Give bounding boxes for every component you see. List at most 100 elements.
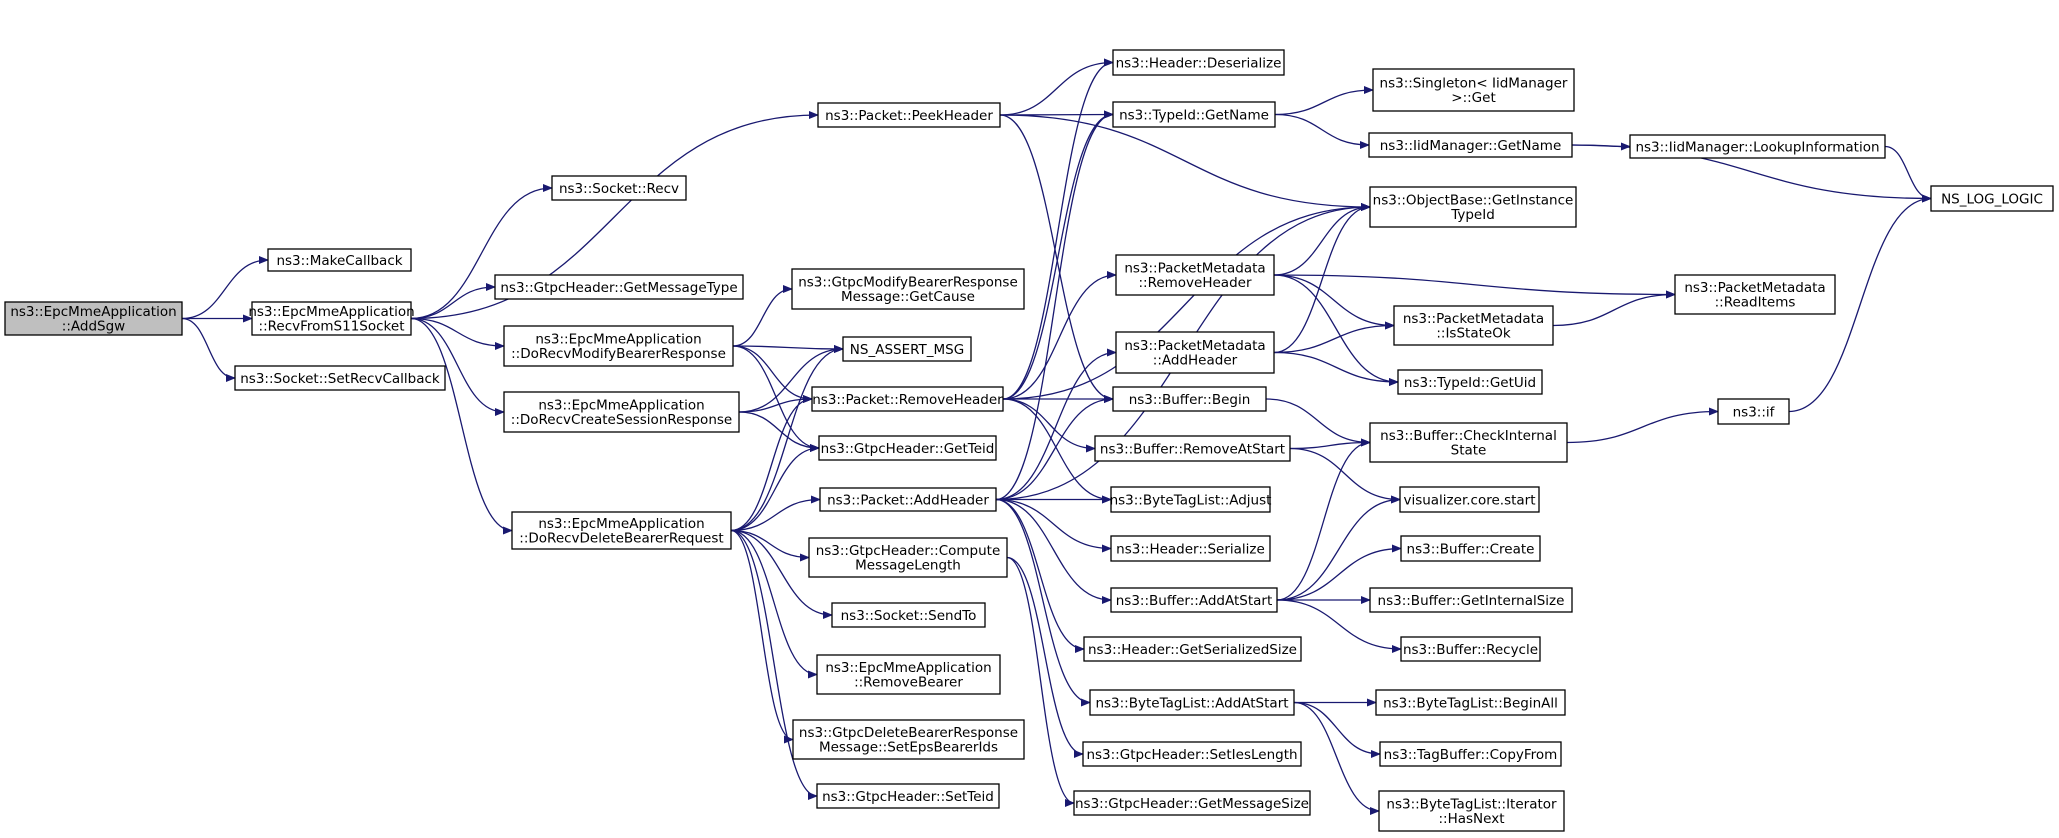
node-label-readitems: ns3::PacketMetadata	[1684, 280, 1825, 296]
edge-addheader-to-hdrserialize	[995, 498, 1112, 553]
node-label-addatstart: ns3::Buffer::AddAtStart	[1116, 593, 1273, 609]
node-btladdatstart[interactable]: ns3::ByteTagList::AddAtStart	[1089, 689, 1295, 716]
edge-btladdatstart-to-copyfrom	[1293, 701, 1381, 758]
node-box-nsassert	[842, 336, 972, 362]
node-pmremoveheader[interactable]: ns3::PacketMetadata::RemoveHeader	[1115, 254, 1275, 296]
node-nsif[interactable]: ns3::if	[1717, 398, 1790, 425]
node-removeatstart[interactable]: ns3::Buffer::RemoveAtStart	[1094, 435, 1291, 462]
node-setrecvcallback[interactable]: ns3::Socket::SetRecvCallback	[234, 365, 446, 391]
node-label-getteid: ns3::GtpcHeader::GetTeid	[821, 441, 995, 457]
node-box-btladjust	[1110, 486, 1271, 513]
edge-pmremoveheader-to-getinstancetypeid	[1273, 203, 1371, 276]
node-box-dorecvmodify	[503, 325, 734, 367]
node-dorecvcreate[interactable]: ns3::EpcMmeApplication::DoRecvCreateSess…	[503, 391, 740, 433]
node-nsassert[interactable]: NS_ASSERT_MSG	[842, 336, 972, 362]
edge-recvfroms11-to-peekheader	[410, 111, 819, 320]
node-sendto[interactable]: ns3::Socket::SendTo	[831, 602, 986, 628]
node-typeidgetname[interactable]: ns3::TypeId::GetName	[1112, 101, 1276, 128]
node-hasnext[interactable]: ns3::ByteTagList::Iterator::HasNext	[1378, 790, 1565, 832]
node-makecallback[interactable]: ns3::MakeCallback	[267, 248, 412, 272]
node-seteps[interactable]: ns3::GtpcDeleteBearerResponseMessage::Se…	[792, 719, 1025, 760]
node-label-hasnext: ::HasNext	[1438, 811, 1504, 827]
node-getmessagetype[interactable]: ns3::GtpcHeader::GetMessageType	[494, 274, 744, 300]
node-label-nsif: ns3::if	[1733, 404, 1776, 420]
node-bufferbegin[interactable]: ns3::Buffer::Begin	[1112, 386, 1267, 412]
node-label-lookupinfo: ns3::IidManager::LookupInformation	[1635, 139, 1879, 155]
node-label-typeidgetuid: ns3::TypeId::GetUid	[1404, 375, 1536, 391]
node-box-buffercreate	[1400, 535, 1541, 562]
node-box-pmaddheader	[1115, 331, 1275, 374]
edge-typeidgetname-to-singletonget	[1274, 86, 1374, 116]
edge-addheader-to-pmaddheader	[995, 348, 1117, 501]
node-getteid[interactable]: ns3::GtpcHeader::GetTeid	[818, 435, 997, 461]
node-setteid[interactable]: ns3::GtpcHeader::SetTeid	[816, 783, 1000, 809]
edge-addheader-to-bufferbegin	[995, 395, 1114, 501]
node-deserialize[interactable]: ns3::Header::Deserialize	[1112, 49, 1285, 76]
node-readitems[interactable]: ns3::PacketMetadata::ReadItems	[1674, 274, 1836, 315]
node-box-seteps	[792, 719, 1025, 760]
node-getmessagesize[interactable]: ns3::GtpcHeader::GetMessageSize	[1073, 790, 1311, 816]
node-box-setrecvcallback	[234, 365, 446, 391]
edge-dorecvdelete-to-seteps	[730, 529, 794, 744]
node-singletonget[interactable]: ns3::Singleton< IidManager >::Get	[1372, 68, 1575, 112]
node-lookupinfo[interactable]: ns3::IidManager::LookupInformation	[1629, 134, 1886, 159]
node-pmaddheader[interactable]: ns3::PacketMetadata::AddHeader	[1115, 331, 1275, 374]
node-label-getmessagesize: ns3::GtpcHeader::GetMessageSize	[1075, 796, 1309, 812]
node-removebearer[interactable]: ns3::EpcMmeApplication::RemoveBearer	[816, 654, 1001, 695]
node-getinternalsize[interactable]: ns3::Buffer::GetInternalSize	[1369, 587, 1573, 613]
node-label-dorecvcreate: ::DoRecvCreateSessionResponse	[511, 412, 732, 428]
node-label-singletonget: >::Get	[1451, 90, 1495, 106]
node-vizstart[interactable]: visualizer.core.start	[1399, 486, 1540, 513]
edge-addatstart-to-checkinternal	[1276, 438, 1371, 601]
node-label-addheader: ns3::Packet::AddHeader	[827, 492, 989, 508]
node-nsloglogic[interactable]: NS_LOG_LOGIC	[1930, 185, 2054, 212]
node-beginall[interactable]: ns3::ByteTagList::BeginAll	[1375, 689, 1566, 716]
node-getserializedsize[interactable]: ns3::Header::GetSerializedSize	[1083, 636, 1302, 662]
node-dorecvdelete[interactable]: ns3::EpcMmeApplication::DoRecvDeleteBear…	[511, 511, 732, 550]
node-label-pmremoveheader: ::RemoveHeader	[1138, 275, 1251, 291]
node-peekheader[interactable]: ns3::Packet::PeekHeader	[817, 102, 1001, 128]
node-box-typeidgetname	[1112, 101, 1276, 128]
node-box-peekheader	[817, 102, 1001, 128]
node-box-copyfrom	[1379, 741, 1562, 767]
node-box-dorecvdelete	[511, 511, 732, 550]
node-iidgetname[interactable]: ns3::IidManager::GetName	[1368, 132, 1573, 158]
node-label-getmessagetype: ns3::GtpcHeader::GetMessageType	[500, 280, 737, 296]
node-setieslength[interactable]: ns3::GtpcHeader::SetIesLength	[1082, 741, 1302, 767]
node-isstateok[interactable]: ns3::PacketMetadata::IsStateOk	[1393, 305, 1554, 346]
node-addatstart[interactable]: ns3::Buffer::AddAtStart	[1110, 587, 1278, 613]
node-label-getcause: ns3::GtpcModifyBearerResponse	[798, 275, 1018, 291]
node-label-seteps: ns3::GtpcDeleteBearerResponse	[799, 725, 1018, 741]
node-recvfroms11[interactable]: ns3::EpcMmeApplication::RecvFromS11Socke…	[248, 301, 415, 336]
edge-checkinternal-to-nsif	[1566, 407, 1719, 444]
node-dorecvmodify[interactable]: ns3::EpcMmeApplication::DoRecvModifyBear…	[503, 325, 734, 367]
node-label-beginall: ns3::ByteTagList::BeginAll	[1383, 695, 1558, 711]
node-label-recycle: ns3::Buffer::Recycle	[1403, 642, 1538, 658]
node-root[interactable]: ns3::EpcMmeApplication::AddSgw	[4, 301, 183, 336]
node-addheader[interactable]: ns3::Packet::AddHeader	[819, 487, 997, 512]
node-getcause[interactable]: ns3::GtpcModifyBearerResponseMessage::Ge…	[791, 268, 1025, 310]
node-buffercreate[interactable]: ns3::Buffer::Create	[1400, 535, 1541, 562]
node-copyfrom[interactable]: ns3::TagBuffer::CopyFrom	[1379, 741, 1562, 767]
node-label-computemsglen: MessageLength	[855, 558, 961, 574]
edge-removeheader-to-typeidgetname	[1002, 110, 1114, 400]
node-label-dorecvmodify: ns3::EpcMmeApplication	[535, 332, 701, 348]
node-label-checkinternal: ns3::Buffer::CheckInternal	[1380, 428, 1557, 444]
edge-dorecvdelete-to-getteid	[730, 444, 820, 532]
node-recycle[interactable]: ns3::Buffer::Recycle	[1400, 636, 1541, 662]
edge-isstateok-to-readitems	[1552, 290, 1676, 327]
node-typeidgetuid[interactable]: ns3::TypeId::GetUid	[1397, 369, 1543, 395]
node-removeheader[interactable]: ns3::Packet::RemoveHeader	[811, 386, 1004, 412]
node-btladjust[interactable]: ns3::ByteTagList::Adjust	[1110, 486, 1272, 513]
node-label-isstateok: ::IsStateOk	[1436, 326, 1510, 342]
node-label-bufferbegin: ns3::Buffer::Begin	[1129, 392, 1251, 408]
edge-removeheader-to-pmremoveheader	[1002, 271, 1117, 400]
node-socketrecv[interactable]: ns3::Socket::Recv	[551, 175, 687, 201]
node-label-removeatstart: ns3::Buffer::RemoveAtStart	[1100, 441, 1285, 457]
edge-typeidgetname-to-iidgetname	[1274, 113, 1370, 149]
node-hdrserialize[interactable]: ns3::Header::Serialize	[1110, 535, 1271, 562]
node-box-removeheader	[811, 386, 1004, 412]
